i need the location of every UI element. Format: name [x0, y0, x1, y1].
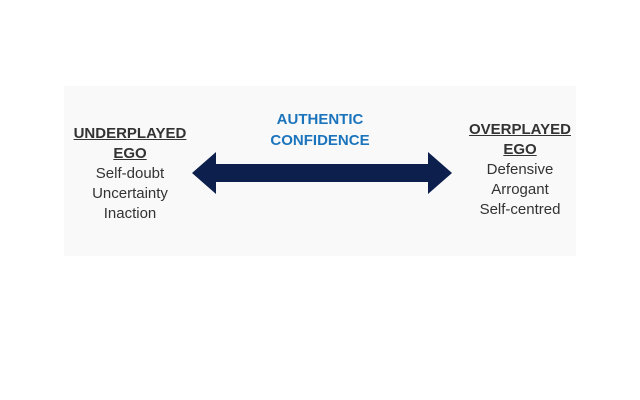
overplayed-ego-heading-line2: EGO [503, 141, 537, 158]
double-headed-arrow-icon [192, 152, 452, 194]
trait-inaction: Inaction [103, 205, 157, 222]
underplayed-ego-heading-line2: EGO [113, 145, 147, 162]
trait-uncertainty: Uncertainty [92, 185, 168, 202]
trait-self-doubt: Self-doubt [95, 165, 165, 182]
trait-defensive: Defensive [486, 161, 554, 178]
center-label-line1: AUTHENTIC [276, 111, 364, 128]
underplayed-ego-group: UNDERPLAYED EGO Self-doubt Uncertainty I… [66, 124, 194, 224]
overplayed-ego-group: OVERPLAYED EGO Defensive Arrogant Self-c… [458, 120, 582, 220]
arrow-shape [192, 152, 452, 194]
center-label-line2: CONFIDENCE [270, 132, 370, 149]
authentic-confidence-label: AUTHENTIC CONFIDENCE [250, 109, 390, 151]
overplayed-ego-heading-line1: OVERPLAYED [469, 121, 571, 138]
trait-arrogant: Arrogant [491, 181, 549, 198]
underplayed-ego-heading-line1: UNDERPLAYED [73, 125, 187, 142]
trait-self-centred: Self-centred [479, 201, 561, 218]
